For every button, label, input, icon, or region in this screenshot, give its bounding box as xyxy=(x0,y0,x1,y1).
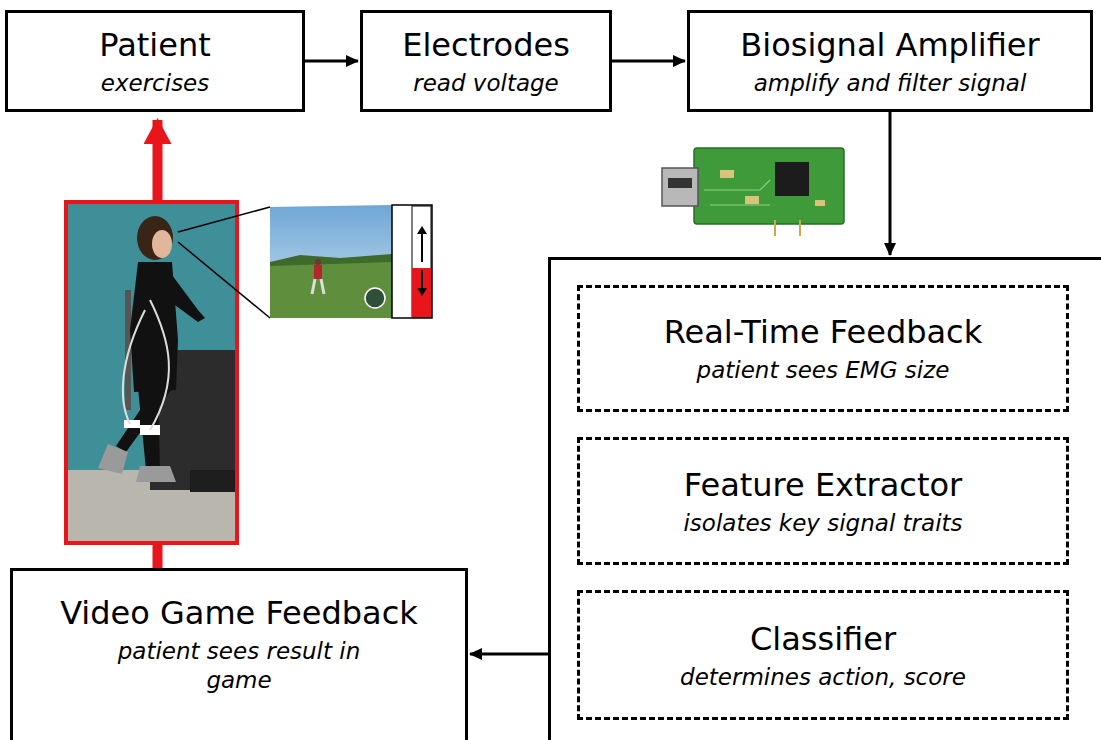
process-box: Real-Time Feedback patient sees EMG size xyxy=(577,285,1069,412)
face xyxy=(152,230,172,258)
pin xyxy=(774,220,776,236)
flow-arrow xyxy=(889,112,892,255)
feedback-bar xyxy=(392,205,432,318)
box-subtitle: exercises xyxy=(101,69,210,98)
process-box: Patient exercises xyxy=(5,10,305,112)
process-box: Electrodes read voltage xyxy=(360,10,612,112)
amplifier-board xyxy=(662,148,844,236)
meter-arrow-head xyxy=(417,288,427,296)
component xyxy=(815,200,825,206)
shoe xyxy=(136,466,176,482)
treadmill-base xyxy=(190,470,237,492)
box-title: Patient xyxy=(99,25,210,65)
photo-wall xyxy=(66,202,237,543)
arm xyxy=(168,275,205,322)
process-box: Classifier determines action, score xyxy=(577,590,1069,720)
box-subtitle: isolates key signal traits xyxy=(683,509,962,538)
box-title: Feature Extractor xyxy=(684,465,962,505)
electrode-pad xyxy=(124,420,140,428)
golfer-legs xyxy=(312,279,324,294)
box-subtitle: amplify and filter signal xyxy=(754,69,1027,98)
component xyxy=(720,170,734,178)
box-title: Video Game Feedback xyxy=(60,593,418,633)
usb-slot xyxy=(668,178,692,188)
box-title: Real-Time Feedback xyxy=(664,312,982,352)
feedback-meter xyxy=(412,206,431,317)
view-line xyxy=(178,242,270,318)
pin xyxy=(799,220,801,236)
box-title: Biosignal Amplifier xyxy=(740,25,1039,65)
meter-arrow-head xyxy=(417,226,427,234)
flow-arrow xyxy=(305,60,358,63)
view-line xyxy=(178,207,270,232)
usb-connector xyxy=(662,168,698,206)
shoe xyxy=(98,444,128,474)
box-subtitle: determines action, score xyxy=(680,663,966,692)
box-title: Classifier xyxy=(750,619,896,659)
process-box: Feature Extractor isolates key signal tra… xyxy=(577,437,1069,565)
golfer-head xyxy=(315,259,321,265)
box-title: Electrodes xyxy=(402,25,570,65)
box-subtitle: patient sees EMG size xyxy=(697,356,950,385)
box-subtitle: patient sees result in game xyxy=(89,637,389,695)
process-box: Biosignal Amplifier amplify and filter si… xyxy=(687,10,1093,112)
game-trees xyxy=(270,254,392,266)
golfer-body xyxy=(314,265,322,279)
box-subtitle: read voltage xyxy=(413,69,559,98)
process-box: Video Game Feedbackpatient sees result i… xyxy=(10,568,468,740)
electrode-wires xyxy=(123,300,169,430)
game-screen xyxy=(270,205,432,318)
flow-arrow xyxy=(470,653,548,656)
feedback-level xyxy=(412,268,431,317)
photo-frame xyxy=(66,202,237,543)
chip xyxy=(775,162,809,196)
pcb xyxy=(694,148,844,224)
patient-photo xyxy=(66,202,237,543)
game-sky xyxy=(270,205,392,318)
component xyxy=(745,196,759,204)
traces xyxy=(704,180,770,205)
game-gauge xyxy=(365,288,385,308)
flow-arrow xyxy=(612,60,685,63)
hair xyxy=(137,216,173,260)
game-grass xyxy=(270,258,392,318)
treadmill-rail xyxy=(125,290,131,410)
group-box: Real-Time Feedback patient sees EMG sizeF… xyxy=(548,257,1101,740)
meter-arrow xyxy=(421,230,423,262)
